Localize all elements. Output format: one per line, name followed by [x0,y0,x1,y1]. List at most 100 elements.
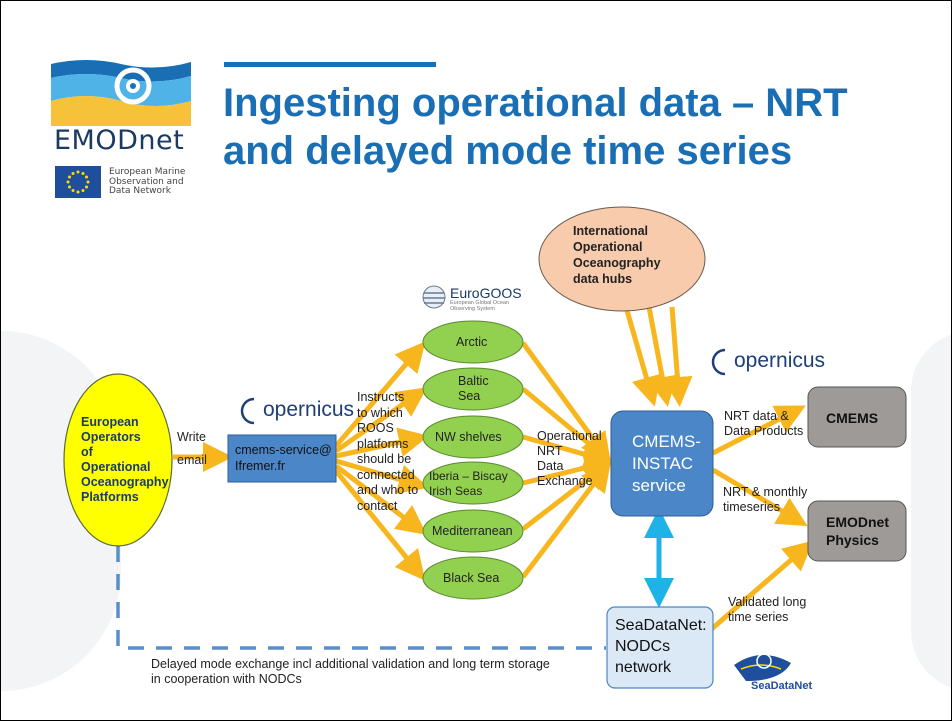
operational-exchange-line: Operational [537,429,602,443]
arrow-blacksea-to-instac [521,461,612,579]
emodnet-physics-line: Physics [826,532,879,548]
international-hubs-node [538,206,706,312]
region-baltic [422,367,524,411]
region-baltic-line: Baltic [458,374,489,388]
delayed-mode-dashed-line [116,546,606,650]
emodnet-physics-line: EMODnet [826,514,889,530]
region-nwshelves-label: NW shelves [435,430,502,444]
operational-exchange-line: NRT [537,444,563,458]
region-nwshelves [422,415,524,459]
eurogoos-globe-icon [422,285,446,309]
arrow-email-to-baltic [334,387,428,454]
international-line: Operational [573,240,643,254]
instac-line: INSTAC [632,454,694,473]
region-blacksea [422,556,524,600]
operators-line: Oceanography [81,475,169,489]
eurogoos-subtitle: European Global Ocean Observing System [450,300,509,312]
delayed-line: in cooperation with NODCs [151,672,302,686]
arrow-seadatanet-to-emodnet-physics [705,540,814,635]
write-email-label: Write email [177,430,207,468]
operational-exchange-line: Exchange [537,474,593,488]
copernicus-c-icon [240,397,255,425]
operators-node [63,373,173,547]
region-baltic-line: Sea [458,388,481,403]
arrow-instac-to-cmems [711,405,806,456]
copernicus-text: opernicus [734,349,826,372]
instructs-line: should be [357,452,412,466]
seadatanet-line: SeaDataNet: [615,617,707,634]
validated-line: time series [728,610,789,624]
seadatanet-node [606,606,714,689]
logo-subtitle-line: Observation and [109,176,184,187]
email-label: cmems-service@ Ifremer.fr [235,442,332,474]
operators-line: of [81,445,93,459]
delayed-mode-label: Delayed mode exchange incl additional va… [151,657,550,687]
title-rule [224,62,436,67]
instac-line: CMEMS- [632,432,701,451]
operators-line: European [81,415,139,429]
emodnet-physics-label: EMODnet Physics [826,513,889,549]
instructs-line: and who to [357,483,419,497]
logo-subtitle-line: European Marine [109,167,186,177]
international-hubs-label: International Operational Oceanography d… [573,223,661,287]
region-iberia-label: Iberia – Biscay Irish Seas [429,469,508,498]
emodnet-subtitle: European Marine Observation and Data Net… [109,167,186,197]
eurogoos-subtitle-line: European Global Ocean [450,300,510,306]
nrt-products-line: Data Products [724,424,804,438]
validated-line: Validated long [728,595,807,609]
copernicus-c-icon [711,348,726,376]
nrt-monthly-label: NRT & monthly timeseries [723,485,807,515]
instructs-label: Instructs to which ROOS platforms should… [357,390,418,514]
instac-node [610,410,714,517]
region-iberia-line: Irish Seas [429,483,483,498]
region-arctic-label: Arctic [456,335,488,349]
cmems-label: CMEMS [826,410,879,426]
arrow-email-to-nwshelves [335,427,429,459]
region-mediterranean [422,509,524,553]
write-email-line: Write [177,430,206,444]
email-node [227,434,337,483]
slide-title: Ingesting operational data – NRT and del… [223,81,848,173]
arrow-hubs-to-instac [623,306,661,407]
international-line: International [573,224,649,238]
nrt-monthly-line: NRT & monthly [723,485,808,499]
instructs-line: contact [357,498,398,513]
operators-line: Operational [81,460,151,474]
arrow-hubs-to-instac [662,306,693,407]
instac-label: CMEMS- INSTAC service [632,431,701,497]
eurogoos-subtitle-line: Observing System [450,306,495,312]
seadatanet-line: network [615,659,672,676]
seadatanet-line: NODCs [615,638,671,655]
copernicus-logo: opernicus [734,349,825,373]
emodnet-logo-text: EMODnet [54,125,185,156]
emodnet-logo-icon [51,60,191,126]
arrow-email-to-iberia [335,458,429,494]
arrow-email-to-arctic [334,341,426,448]
validated-label: Validated long time series [728,595,806,625]
instructs-line: to which [357,405,403,420]
logo-subtitle-line: Data Network [109,186,171,196]
instructs-line: platforms [357,436,409,451]
email-line: cmems-service@ [235,443,332,457]
arrow-hubs-to-instac [646,306,678,407]
eurogoos-logo-text: EuroGOOS [450,285,522,301]
operational-exchange-label: Operational NRT Data Exchange [537,429,602,489]
arrow-email-to-mediterranean [334,464,427,536]
arrow-instac-to-emodnet-physics [711,467,808,527]
instructs-line: connected [357,467,415,482]
nrt-monthly-line: timeseries [723,500,780,514]
region-iberia-line: Iberia – Biscay [429,469,508,483]
emodnet-physics-node [807,500,907,562]
eu-flag-icon [55,166,101,198]
region-mediterranean-label: Mediterranean [432,524,513,538]
operators-label: European Operators of Operational Oceano… [81,415,169,505]
region-baltic-label: Baltic Sea [458,374,489,403]
region-blacksea-label: Black Sea [443,571,500,585]
operators-line: Platforms [81,490,139,504]
region-arctic [422,320,524,364]
seadatanet-logo-text: SeaDataNet [751,680,813,692]
email-line: Ifremer.fr [235,459,286,473]
write-email-line: email [177,453,207,467]
